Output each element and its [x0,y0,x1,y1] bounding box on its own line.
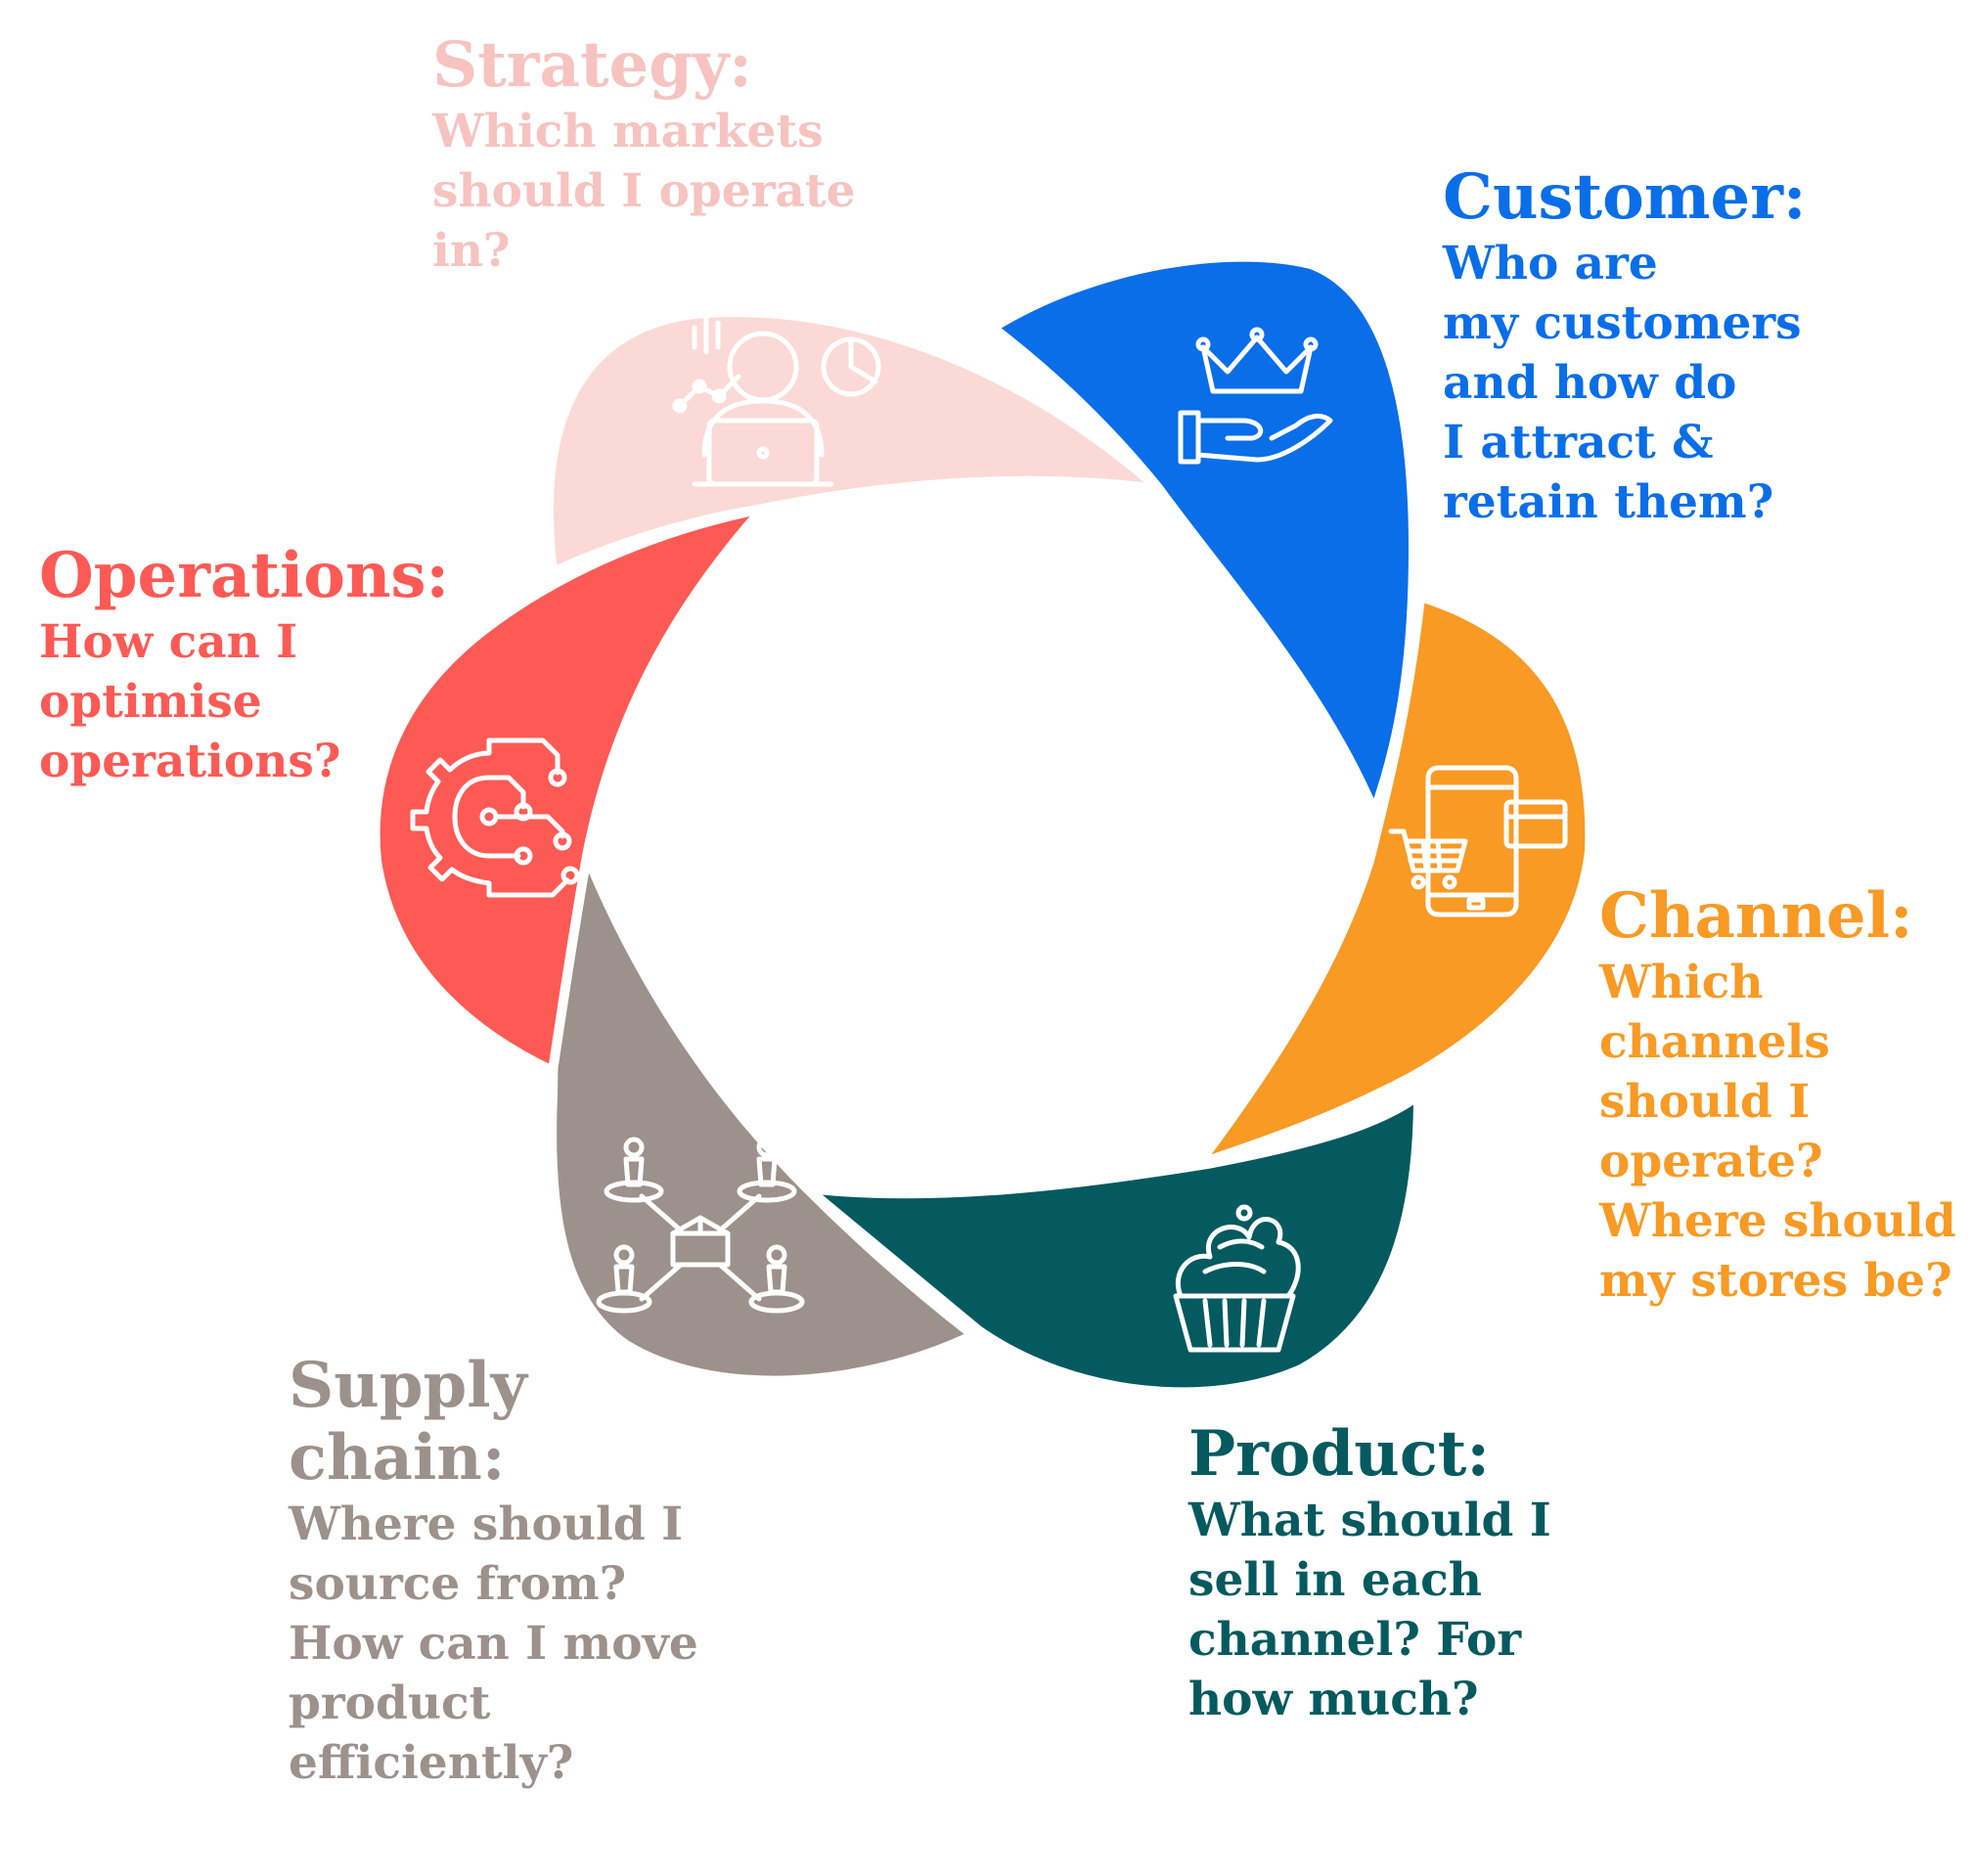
customer-question-line: I attract & [1443,416,1714,469]
label-supply-chain: Supply chain: Where should I source from… [289,1350,836,1793]
strategy-question-line: in? [432,224,511,278]
channel-question-line: Where should [1599,1194,1956,1248]
operations-question-line: How can I [39,615,298,669]
channel-question-line: my stores be? [1599,1254,1952,1308]
cupcake-icon [1173,1204,1301,1353]
mobile-cart-icon [1388,765,1568,917]
supply-title-line: chain: [289,1421,506,1495]
supply-network-icon [596,1137,805,1314]
supply-title-line: Supply [289,1349,527,1422]
supply-question-line: Where should I [289,1497,684,1551]
petal-product [790,1086,1424,1398]
strategy-question-line: should I operate [432,164,856,218]
channel-question-line: operate? [1599,1135,1823,1188]
petal-channel [1185,590,1595,1174]
product-question-line: sell in each [1188,1553,1482,1607]
product-title: Product: [1188,1417,1490,1491]
analyst-laptop-icon [672,310,881,487]
label-channel: Channel: Which channels should I operate… [1599,880,1971,1311]
supply-question-line: product [289,1676,491,1730]
product-question-line: channel? For [1188,1613,1522,1667]
supply-question-line: How can I move [289,1617,698,1671]
crown-hand-icon [1178,327,1333,465]
customer-question-line: retain them? [1443,475,1774,529]
channel-question-line: Which [1599,956,1764,1009]
supply-question-line: source from? [289,1557,627,1611]
label-product: Product: What should I sell in each chan… [1188,1418,1775,1729]
operations-question-line: operations? [39,735,341,788]
gear-circuit-icon [410,737,580,898]
supply-question-line: efficiently? [289,1736,574,1790]
customer-question-line: and how do [1443,356,1737,410]
channel-question-line: should I [1599,1075,1811,1129]
customer-question-line: Who are [1443,237,1658,290]
customer-title: Customer: [1443,160,1807,234]
customer-question-line: my customers [1443,296,1802,350]
operations-title: Operations: [39,539,450,612]
label-customer: Customer: Who are my customers and how d… [1443,161,1951,532]
product-question-line: What should I [1188,1494,1551,1547]
channel-title: Channel: [1599,879,1913,953]
operations-question-line: optimise [39,675,262,729]
petal-operations [370,501,777,1079]
product-question-line: how much? [1188,1673,1479,1726]
strategy-title: Strategy: [432,28,752,102]
label-strategy: Strategy: Which markets should I operate… [432,29,921,281]
channel-question-line: channels [1599,1015,1830,1069]
petal-supply [547,840,983,1386]
label-operations: Operations: How can I optimise operation… [39,540,528,791]
strategy-question-line: Which markets [432,105,824,158]
